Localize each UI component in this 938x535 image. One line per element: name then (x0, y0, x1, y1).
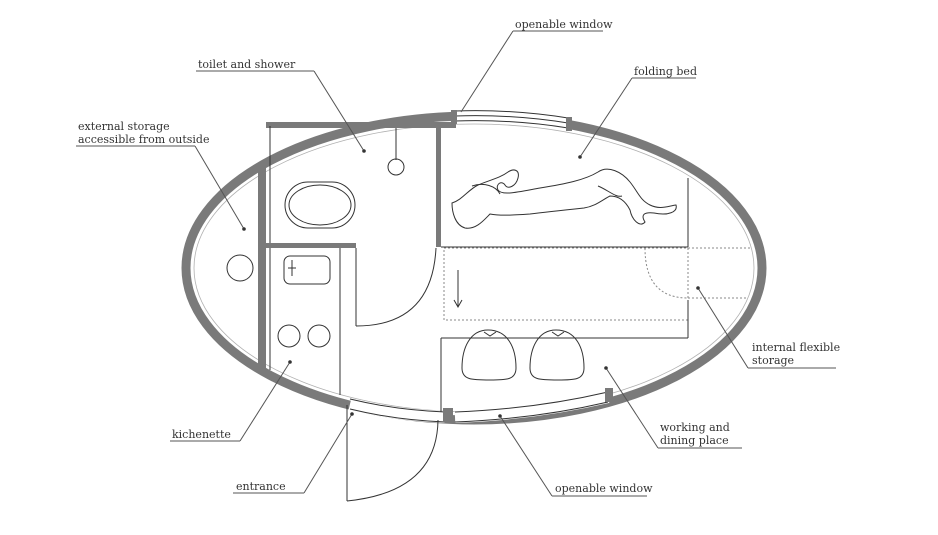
bathroom-fixtures (284, 128, 437, 327)
bottom-window (348, 388, 613, 423)
entrance-door (346, 405, 439, 502)
bathroom-right-wall (436, 122, 441, 247)
stove-burner-icon (277, 324, 301, 348)
shell-inner-outline (193, 123, 755, 413)
toilet-icon (284, 181, 356, 229)
label-kichenette: kichenette (172, 428, 231, 441)
sink-icon (283, 255, 331, 285)
label-openable-window-top: openable window (515, 18, 613, 31)
bathroom-top-wall (266, 122, 456, 128)
fold-down-area (443, 247, 750, 321)
label-working-dining-1: working and (660, 421, 730, 434)
label-folding-bed: folding bed (634, 65, 697, 78)
chair-icon (461, 329, 517, 381)
label-working-dining-2: dining place (660, 434, 729, 447)
shower-head-icon (387, 158, 405, 176)
label-internal-storage-1: internal flexible (752, 341, 840, 354)
leaders (76, 30, 836, 497)
interior-walls (258, 122, 456, 395)
label-entrance: entrance (236, 480, 286, 493)
sleeping-figure-icon (451, 168, 677, 229)
folding-bed (441, 168, 689, 248)
storage-partition-wall (258, 163, 266, 368)
bathroom-door-swing (355, 247, 437, 327)
stove-burner-icon (307, 324, 331, 348)
dining-area (440, 300, 689, 412)
shell-wall (181, 111, 767, 425)
fold-arrow-icon (453, 299, 463, 309)
chair-icon (529, 329, 585, 381)
label-openable-window-bottom: openable window (555, 482, 653, 495)
label-toilet-and-shower: toilet and shower (198, 58, 296, 71)
label-external-storage-2: accessible from outside (78, 133, 209, 146)
label-internal-storage-2: storage (752, 354, 794, 367)
external-storage-hatch-icon (226, 254, 254, 282)
labels: openable window folding bed toilet and s… (78, 18, 840, 495)
top-window (451, 109, 572, 131)
bathroom-bottom-wall (266, 243, 356, 248)
entrance-door-swing (346, 419, 439, 502)
kitchenette-fixtures (277, 255, 331, 348)
outer-shell (181, 111, 767, 425)
label-external-storage-1: external storage (78, 120, 170, 133)
